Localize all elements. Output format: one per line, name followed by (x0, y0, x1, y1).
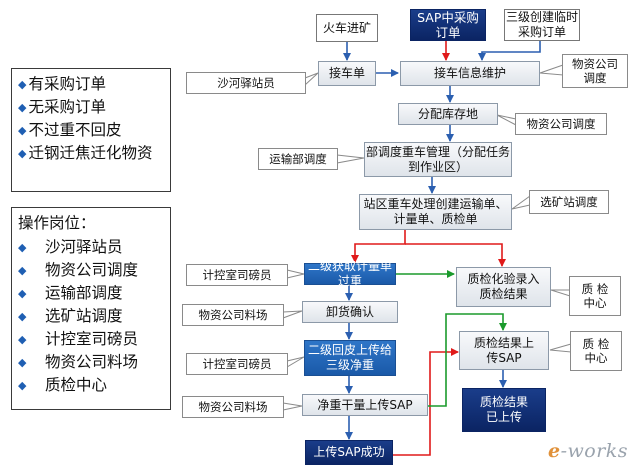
diamond-bullet-icon: ◆ (18, 379, 27, 392)
order-type-item: ◆无采购订单 (18, 98, 106, 116)
callout-tail-qc-1 (550, 289, 571, 297)
callout-yard-2: 物资公司料场 (182, 396, 284, 418)
diamond-bullet-icon: ◆ (18, 356, 27, 369)
arrow-net-to-upload (428, 313, 507, 407)
diamond-bullet-icon: ◆ (18, 287, 27, 300)
role-item: ◆质检中心 (18, 374, 164, 397)
node-tier2-return: 二级回皮上传给三级净重 (304, 340, 396, 376)
node-tier2-weigh: 二级获取计量单过重 (304, 259, 396, 288)
callout-tail-weigher-2 (286, 356, 305, 368)
callout-tail-transport (336, 154, 365, 164)
operator-roles-panel: 操作岗位： ◆沙河驿站员 ◆物资公司调度 ◆运输部调度 ◆选矿站调度 ◆计控室司… (11, 207, 171, 410)
callout-tail-material-2 (496, 114, 517, 126)
node-net-upload: 净重干量上传SAP (302, 394, 428, 416)
arrow-tier3-to-info (478, 40, 541, 61)
callout-tail-yard-1 (282, 310, 303, 319)
role-item: ◆物资公司调度 (18, 259, 164, 282)
diamond-bullet-icon: ◆ (18, 241, 27, 254)
diamond-bullet-icon: ◆ (18, 147, 27, 160)
node-tier3-temp-po: 三级创建临时采购订单 (504, 9, 580, 41)
order-type-item: ◆迁钢迁焦迁化物资 (18, 144, 153, 162)
node-receive-doc: 接车单 (318, 61, 376, 86)
callout-tail-mine (511, 195, 531, 210)
callout-tail-material-1 (539, 64, 564, 76)
callout-tail-shahe (304, 72, 319, 87)
order-types-panel: ◆有采购订单 ◆无采购订单 ◆不过重不回皮 ◆迁钢迁焦迁化物资 (11, 68, 171, 192)
role-item: ◆选矿站调度 (18, 305, 164, 328)
diamond-bullet-icon: ◆ (18, 264, 27, 277)
roles-title: 操作岗位： (18, 214, 96, 232)
node-lab-entry: 质检化验录入质检结果 (456, 267, 551, 307)
order-type-item: ◆有采购订单 (18, 75, 106, 93)
callout-material-dispatch-1: 物资公司调度 (562, 54, 628, 88)
callout-qc-center-1: 质 检中心 (569, 276, 621, 316)
callout-tail-yard-2 (282, 402, 303, 411)
callout-yard-1: 物资公司料场 (182, 304, 284, 326)
node-sap-po: SAP中采购订单 (410, 9, 486, 41)
callout-shahe-staff: 沙河驿站员 (186, 72, 306, 94)
callout-weigher-2: 计控室司磅员 (186, 353, 288, 375)
order-type-item: ◆不过重不回皮 (18, 121, 122, 139)
callout-qc-center-2: 质 检中心 (570, 331, 622, 371)
callout-tail-qc-2 (549, 343, 572, 353)
callout-transport-dispatch: 运输部调度 (258, 148, 338, 170)
arrow-station-to-weigh (351, 230, 406, 263)
role-item: ◆计控室司磅员 (18, 328, 164, 351)
diamond-bullet-icon: ◆ (18, 101, 27, 114)
role-item: ◆运输部调度 (18, 282, 164, 305)
node-unload-confirm: 卸货确认 (302, 301, 398, 323)
node-dispatch-mgmt: 部调度重车管理（分配任务到作业区） (364, 142, 512, 177)
node-assign-storage: 分配库存地 (398, 103, 498, 125)
arrow-station-to-lab (405, 243, 506, 267)
diamond-bullet-icon: ◆ (18, 78, 27, 91)
node-station-create: 站区重车处理创建运输单、计量单、质检单 (359, 194, 512, 230)
callout-weigher-1: 计控室司磅员 (186, 264, 288, 286)
callout-material-dispatch-2: 物资公司调度 (515, 113, 607, 135)
node-qc-done: 质检结果已上传 (462, 388, 546, 432)
arrow-success-to-upload (393, 348, 459, 456)
callout-tail-weigher-1 (286, 269, 305, 279)
diamond-bullet-icon: ◆ (18, 333, 27, 346)
node-receive-info: 接车信息维护 (400, 61, 540, 86)
diamond-bullet-icon: ◆ (18, 124, 27, 137)
callout-mine-dispatch: 选矿站调度 (529, 190, 609, 214)
diamond-bullet-icon: ◆ (18, 310, 27, 323)
role-item: ◆物资公司料场 (18, 351, 164, 374)
e-works-watermark-logo: e-works (548, 440, 629, 462)
role-item: ◆沙河驿站员 (18, 236, 164, 259)
node-train-arrival: 火车进矿 (316, 14, 378, 42)
node-sap-success: 上传SAP成功 (305, 440, 393, 465)
node-qc-upload: 质检结果上传SAP (459, 331, 549, 370)
